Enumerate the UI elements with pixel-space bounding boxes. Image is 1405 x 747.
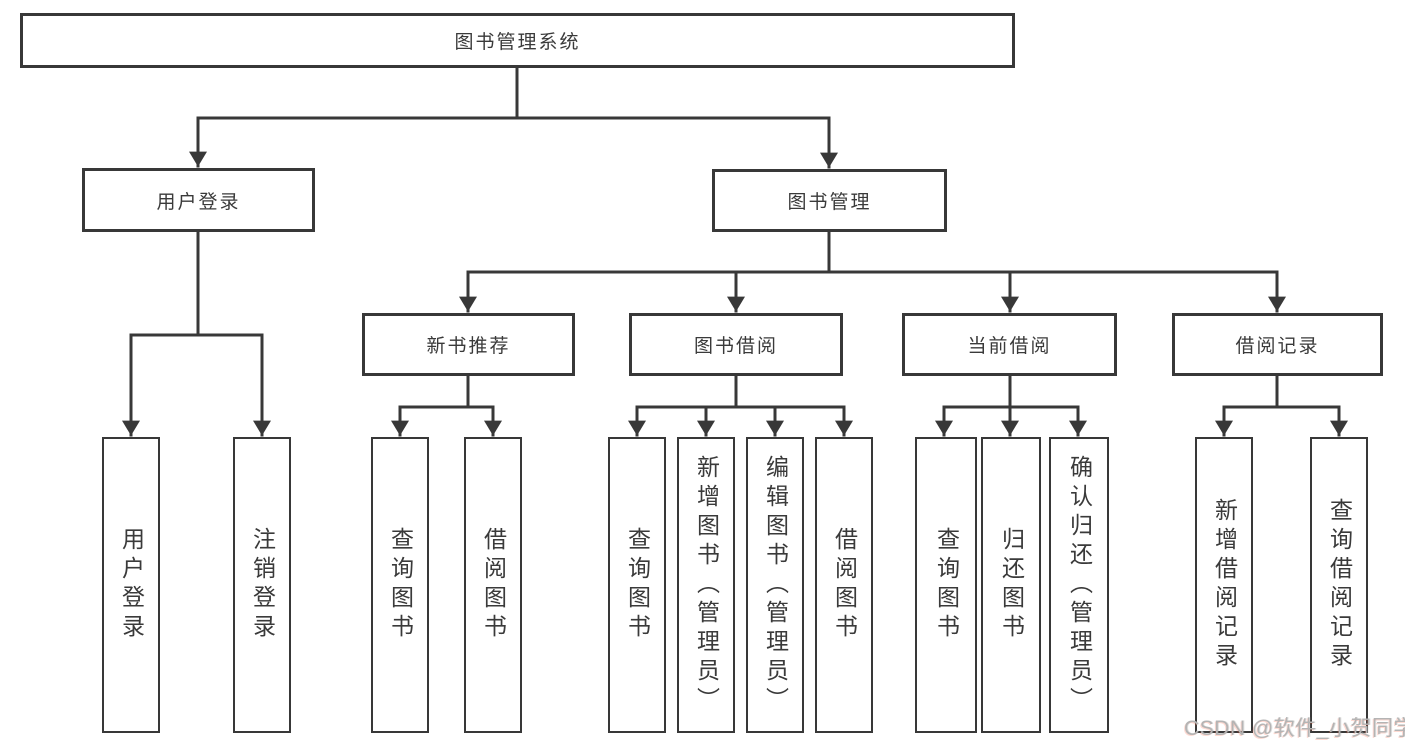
leaf-query-borrow-record: 查询借阅记录 (1310, 437, 1368, 733)
leaf-query-books-recommend: 查询图书 (371, 437, 429, 733)
csdn-watermark: CSDN @软件_小贺同学 (1184, 717, 1405, 740)
node-label: 注销登录 (249, 527, 276, 643)
node-label: 归还图书 (998, 527, 1025, 643)
node-label: 新书推荐 (426, 336, 511, 357)
leaf-borrow-books: 借阅图书 (815, 437, 873, 733)
leaf-confirm-return-admin: 确认归还（管理员） (1049, 437, 1109, 733)
node-label: 新增借阅记录 (1211, 498, 1238, 672)
node-label: 确认归还（管理员） (1066, 454, 1093, 716)
leaf-edit-books-admin: 编辑图书（管理员） (746, 437, 804, 733)
leaf-add-books-admin: 新增图书（管理员） (677, 437, 735, 733)
leaf-logout: 注销登录 (233, 437, 291, 733)
node-label: 查询借阅记录 (1326, 498, 1353, 672)
leaf-query-books-borrow: 查询图书 (608, 437, 666, 733)
node-root-system: 图书管理系统 (20, 13, 1015, 68)
node-label: 借阅图书 (831, 527, 858, 643)
node-label: 编辑图书（管理员） (762, 454, 789, 716)
node-label: 新增图书（管理员） (693, 454, 720, 716)
node-label: 查询图书 (624, 527, 651, 643)
node-borrow-records: 借阅记录 (1172, 313, 1383, 376)
node-label: 查询图书 (933, 527, 960, 643)
leaf-add-borrow-record: 新增借阅记录 (1195, 437, 1253, 733)
node-label: 查询图书 (387, 527, 414, 643)
node-label: 借阅记录 (1235, 336, 1320, 357)
connector-trunks (129, 66, 1341, 409)
node-label: 当前借阅 (967, 336, 1052, 357)
node-label: 借阅图书 (480, 527, 507, 643)
node-book-management: 图书管理 (712, 169, 947, 232)
leaf-return-books: 归还图书 (981, 437, 1041, 733)
node-label: 图书借阅 (693, 336, 778, 357)
node-current-borrow: 当前借阅 (902, 313, 1117, 376)
node-label: 图书管理系统 (454, 32, 581, 53)
node-label: 用户登录 (118, 527, 145, 643)
leaf-user-login: 用户登录 (102, 437, 160, 733)
node-label: 用户登录 (156, 191, 241, 213)
leaf-query-books-current: 查询图书 (915, 437, 977, 733)
node-new-book-recommend: 新书推荐 (362, 313, 575, 376)
node-user-login: 用户登录 (82, 168, 315, 232)
node-book-borrow: 图书借阅 (629, 313, 843, 376)
leaf-borrow-books-recommend: 借阅图书 (464, 437, 522, 733)
node-label: 图书管理 (787, 192, 872, 213)
